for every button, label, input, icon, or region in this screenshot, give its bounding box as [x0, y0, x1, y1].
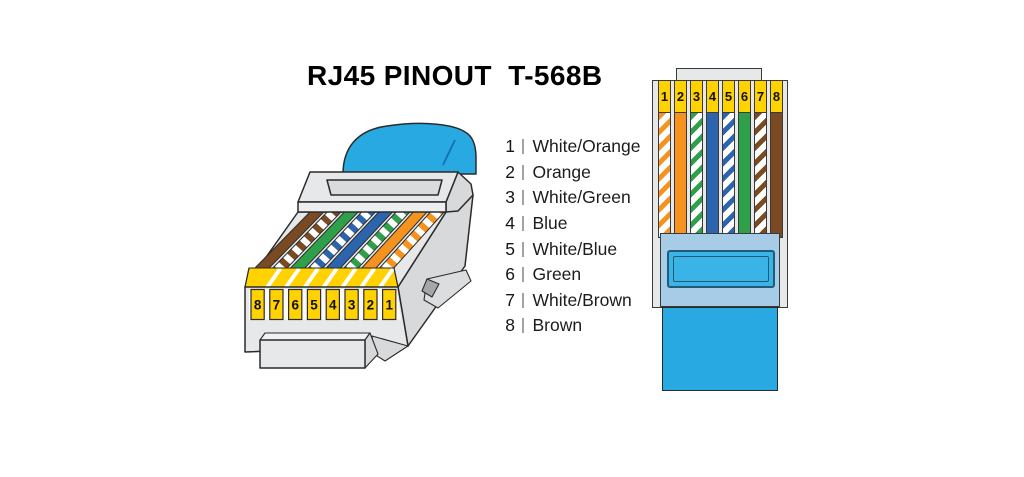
wire-column: 1	[658, 80, 671, 238]
cable-boot	[342, 122, 477, 175]
pin-number: 4	[706, 80, 719, 113]
contact-divider	[340, 267, 358, 289]
pin-number: 4	[329, 298, 337, 313]
legend-separator	[522, 216, 524, 232]
cable-window	[667, 250, 775, 288]
contact-divider	[378, 267, 395, 289]
latch-front	[259, 339, 366, 369]
legend-color-name: White/Blue	[532, 238, 618, 259]
legend-color-name: White/Orange	[532, 136, 641, 157]
contact-band	[244, 267, 399, 289]
legend-item: 1 White/Orange	[501, 134, 640, 160]
contact-divider	[302, 267, 320, 289]
legend-separator	[522, 190, 524, 206]
legend-color-name: White/Green	[532, 187, 631, 208]
contact-divider	[359, 267, 377, 289]
legend-item: 7 White/Brown	[501, 288, 640, 314]
cable-window-inner	[673, 256, 769, 282]
pin-number: 2	[367, 298, 375, 313]
wire-column: 6	[738, 80, 751, 238]
pin-contact	[250, 288, 265, 321]
wire-stripe	[738, 113, 751, 238]
pin-contact	[306, 288, 322, 321]
legend-pin-number: 5	[505, 238, 515, 259]
wire-stripe	[674, 113, 687, 238]
legend-item: 8 Brown	[501, 313, 640, 339]
legend-item: 5 White/Blue	[501, 236, 640, 262]
pin-number: 6	[291, 298, 299, 313]
wire-column: 2	[674, 80, 687, 238]
latch-top	[259, 332, 371, 341]
contact-divider	[321, 267, 339, 289]
pin-number: 3	[348, 298, 356, 313]
wire-column: 3	[690, 80, 703, 238]
pin-gap-strip	[249, 289, 401, 320]
legend-item: 4 Blue	[501, 211, 640, 237]
legend-separator	[522, 267, 524, 283]
legend-separator	[522, 241, 524, 257]
legend-color-name: White/Brown	[532, 289, 632, 310]
pin-number: 1	[385, 298, 393, 313]
legend-pin-number: 8	[505, 315, 515, 336]
pin-number: 1	[658, 80, 671, 113]
pin-number: 8	[770, 80, 783, 113]
legend-separator	[522, 139, 524, 155]
legend-pin-number: 6	[505, 264, 515, 285]
pin-number: 3	[690, 80, 703, 113]
legend-item: 3 White/Green	[501, 185, 640, 211]
pin-number: 2	[674, 80, 687, 113]
page-title: RJ45 PINOUT T-568B	[307, 60, 603, 91]
legend-pin-number: 7	[505, 289, 515, 310]
pin-number: 7	[754, 80, 767, 113]
top-tab	[676, 68, 762, 82]
pin-number: 5	[310, 298, 318, 313]
legend-pin-number: 1	[505, 136, 515, 157]
pin-contact	[344, 288, 359, 321]
legend-separator	[522, 292, 524, 308]
wire-column: 7	[754, 80, 767, 238]
boot-highlight	[442, 139, 456, 166]
sheath-band	[660, 233, 780, 307]
legend-pin-number: 4	[505, 213, 515, 234]
wire-column: 4	[706, 80, 719, 238]
pin-number: 5	[722, 80, 735, 113]
legend-color-name: Green	[532, 264, 582, 285]
legend-separator	[522, 318, 524, 334]
legend-color-name: Blue	[532, 213, 568, 234]
pin-number: 7	[273, 298, 281, 313]
wire-stripe	[722, 113, 735, 238]
hood-front	[297, 201, 447, 213]
legend-separator	[522, 164, 524, 180]
contact-divider	[265, 267, 283, 289]
legend-pin-number: 3	[505, 187, 515, 208]
pin-number: 8	[254, 298, 262, 313]
side-clip	[423, 269, 472, 309]
pin-contact	[363, 288, 378, 321]
wire-stripe	[706, 113, 719, 238]
wire-column: 8	[770, 80, 783, 238]
cable	[662, 307, 778, 391]
wire-stripe	[754, 113, 767, 238]
legend-item: 2 Orange	[501, 160, 640, 186]
pin-contact	[269, 288, 284, 321]
pin-contact	[382, 288, 397, 321]
legend-color-name: Brown	[532, 315, 583, 336]
legend-color-name: Orange	[532, 161, 591, 182]
hood-slot	[326, 179, 443, 196]
pin-contact	[325, 288, 340, 321]
wire-stripe	[658, 113, 671, 238]
wire-stripe	[690, 113, 703, 238]
wire-column: 5	[722, 80, 735, 238]
wire-stripe	[770, 113, 783, 238]
pin-number: 6	[738, 80, 751, 113]
side-clip-shade	[421, 278, 440, 298]
legend-item: 6 Green	[501, 262, 640, 288]
legend-pin-number: 2	[505, 161, 515, 182]
contact-divider	[284, 267, 301, 289]
pin-contact	[287, 288, 303, 321]
